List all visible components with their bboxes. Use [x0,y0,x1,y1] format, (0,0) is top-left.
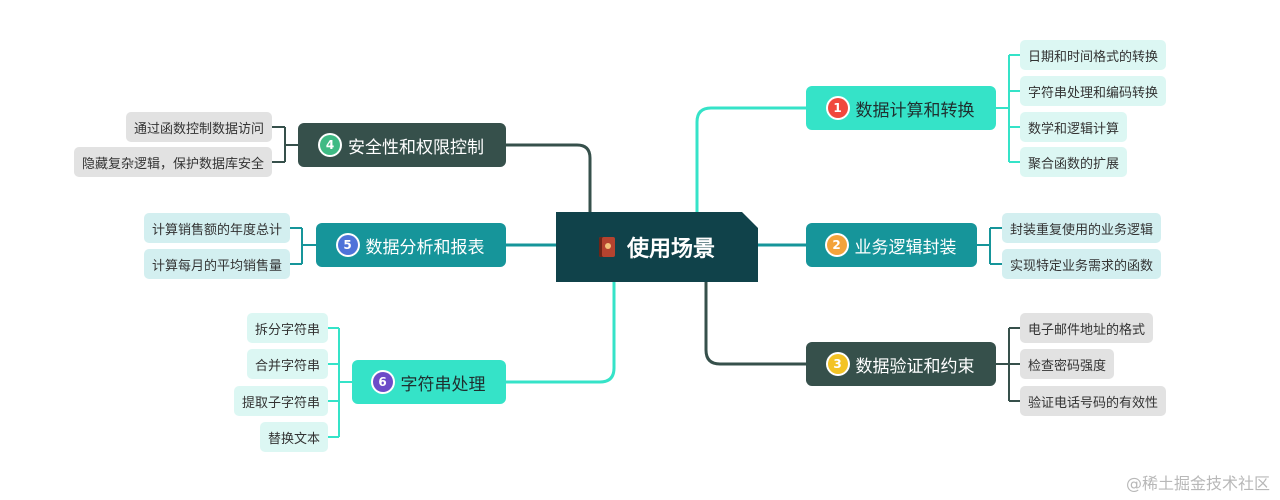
branch-1-label: 数据计算和转换 [855,100,975,121]
connector-center-b4 [506,143,592,212]
branch-6-label: 字符串处理 [400,374,486,395]
branch-4-item-1[interactable]: 通过函数控制数据访问 [125,112,272,142]
number-3-badge: 3 [827,354,848,374]
connector-b6-leaves [328,327,352,438]
number-2-badge: 2 [826,235,847,255]
branch-2-item-2[interactable]: 实现特定业务需求的函数 [1002,249,1162,279]
connector-center-b1 [695,106,806,212]
branch-6-item-2[interactable]: 合并字符串 [246,349,328,379]
number-4-badge: 4 [320,135,340,155]
branch-6-item-1[interactable]: 拆分字符串 [246,313,328,343]
connector-b5-leaves [290,227,316,265]
branch-1-item-2[interactable]: 字符串处理和编码转换 [1020,76,1167,106]
branch-2-topic[interactable]: 2 业务逻辑封装 [806,223,977,267]
branch-2-item-1[interactable]: 封装重复使用的业务逻辑 [1002,213,1162,243]
branch-1-item-4[interactable]: 聚合函数的扩展 [1020,147,1128,177]
branch-3-item-1[interactable]: 电子邮件地址的格式 [1020,313,1154,343]
connector-center-b3 [704,282,806,366]
connector-b2-leaves [977,227,1002,265]
branch-3-label: 数据验证和约束 [855,356,975,377]
branch-6-item-3[interactable]: 提取子字符串 [233,386,328,416]
center-topic-label: 使用场景 [626,237,715,262]
branch-1-item-1[interactable]: 日期和时间格式的转换 [1020,40,1167,70]
branch-6-item-4[interactable]: 替换文本 [259,422,328,452]
number-1-badge: 1 [827,98,848,118]
connector-b4-leaves [272,126,298,163]
branch-5-label: 数据分析和报表 [365,237,485,258]
branch-1-item-3[interactable]: 数学和逻辑计算 [1020,112,1128,142]
notebook-icon [598,237,615,257]
watermark: @稀土掘金技术社区 [1125,474,1270,493]
number-5-badge: 5 [337,235,358,255]
branch-5-item-2[interactable]: 计算每月的平均销售量 [143,249,290,279]
number-6-badge: 6 [372,372,393,392]
branch-4-topic[interactable]: 4 安全性和权限控制 [298,123,506,167]
branch-4-item-2[interactable]: 隐藏复杂逻辑，保护数据库安全 [73,147,272,177]
branch-5-topic[interactable]: 5 数据分析和报表 [316,223,506,267]
branch-6-topic[interactable]: 6 字符串处理 [352,360,506,404]
branch-1-topic[interactable]: 1 数据计算和转换 [806,86,996,130]
branch-3-topic[interactable]: 3 数据验证和约束 [806,342,996,386]
branch-4-label: 安全性和权限控制 [348,137,484,158]
connector-b3-leaves [996,327,1020,402]
branch-3-item-3[interactable]: 验证电话号码的有效性 [1020,386,1167,416]
branch-3-item-2[interactable]: 检查密码强度 [1020,349,1115,379]
branch-5-item-1[interactable]: 计算销售额的年度总计 [143,213,290,243]
branch-2-label: 业务逻辑封装 [854,237,957,258]
connector-b1-leaves [996,54,1020,163]
center-topic[interactable]: 使用场景 [556,212,758,282]
connector-center-b6 [506,282,616,384]
